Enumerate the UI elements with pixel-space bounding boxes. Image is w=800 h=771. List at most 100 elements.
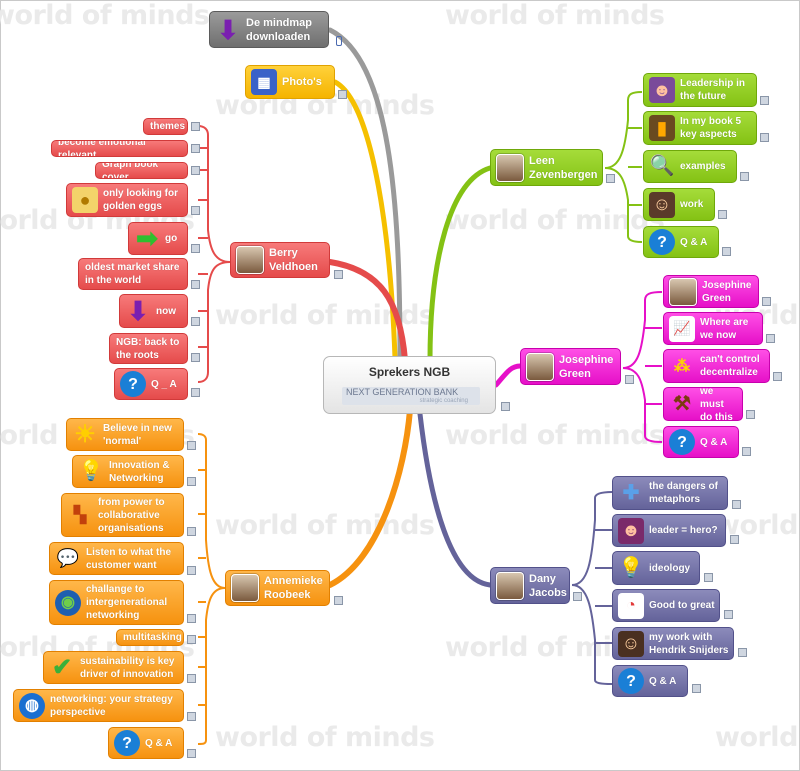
topic-hendrik-snijders[interactable]: ☺ my work with Hendrik Snijders (612, 627, 734, 660)
note-icon[interactable] (187, 614, 196, 623)
topic-cant-control[interactable]: ⁂ can't control decentralize (663, 349, 770, 383)
note-icon[interactable] (187, 527, 196, 536)
topic-back-to-roots[interactable]: NGB: back to the roots (109, 333, 188, 364)
topic-go[interactable]: ➡ go (128, 222, 188, 255)
note-icon[interactable] (191, 353, 200, 362)
topic-label: Q _ A (151, 378, 177, 390)
topic-label: Leadership in the future (680, 78, 746, 102)
topic-label: Q & A (145, 737, 173, 749)
speaker-berry-veldhoen[interactable]: Berry Veldhoen (230, 242, 330, 278)
topic-listen-customer[interactable]: 💬 Listen to what the customer want (49, 542, 184, 575)
speaker-josephine-green[interactable]: Josephine Green (520, 348, 621, 385)
topic-leader-hero[interactable]: ☻ leader = hero? (612, 514, 726, 547)
note-icon[interactable] (191, 280, 200, 289)
note-icon[interactable] (738, 648, 747, 657)
download-node[interactable]: ⬇ De mindmap downloaden (209, 11, 329, 48)
topic-oldest-market-share[interactable]: oldest market share in the world (78, 258, 188, 290)
note-icon[interactable] (334, 596, 343, 605)
topic-book-key-aspects[interactable]: ▮ In my book 5 key aspects (643, 111, 757, 145)
note-icon[interactable] (732, 500, 741, 509)
note-icon[interactable] (573, 592, 582, 601)
note-icon[interactable] (625, 375, 634, 384)
topic-where-are-we[interactable]: 📈 Where are we now (663, 312, 763, 345)
topic-themes[interactable]: themes (143, 118, 188, 135)
note-icon[interactable] (722, 247, 731, 256)
topic-networking-strategy[interactable]: ◍ networking: your strategy perspective (13, 689, 184, 722)
magnifier-icon: 🔍 (649, 155, 675, 177)
note-icon[interactable] (773, 372, 782, 381)
topic-sustainability[interactable]: ✔ sustainability is key driver of innova… (43, 651, 184, 684)
central-topic[interactable]: Sprekers NGB NEXT GENERATION BANK strate… (323, 356, 496, 414)
topic-dangers-metaphors[interactable]: ✚ the dangers of metaphors (612, 476, 728, 510)
note-icon[interactable] (718, 210, 727, 219)
speaker-name: Dany Jacobs (529, 572, 567, 599)
note-icon[interactable] (338, 90, 347, 99)
topic-qa[interactable]: ? Q & A (643, 226, 719, 258)
note-icon[interactable] (191, 122, 200, 131)
note-icon[interactable] (766, 334, 775, 343)
note-icon[interactable] (501, 402, 510, 411)
topic-qa[interactable]: ? Q & A (108, 727, 184, 759)
speaker-leen-zevenbergen[interactable]: Leen Zevenbergen (490, 149, 603, 186)
topic-josephine-green[interactable]: Josephine Green (663, 275, 759, 308)
speaker-dany-jacobs[interactable]: Dany Jacobs (490, 567, 570, 604)
topic-we-must[interactable]: ⚒ we must do this (663, 387, 743, 421)
topic-good-to-great[interactable]: ◔ Good to great (612, 589, 720, 622)
note-icon[interactable] (191, 206, 200, 215)
note-icon[interactable] (704, 573, 713, 582)
photos-node[interactable]: ▦ Photo's (245, 65, 335, 99)
note-icon[interactable] (187, 477, 196, 486)
note-icon[interactable] (191, 144, 200, 153)
topic-label: become emotional relevant (58, 140, 146, 157)
topic-ideology[interactable]: 💡 ideology (612, 551, 700, 585)
note-icon[interactable] (187, 566, 196, 575)
topic-innovation-networking[interactable]: 💡 Innovation & Networking (72, 455, 184, 488)
question-icon: ? (649, 229, 675, 255)
note-icon[interactable] (187, 712, 196, 721)
question-icon: ? (669, 429, 695, 455)
topic-now[interactable]: ⬇ now (119, 294, 188, 328)
note-icon[interactable] (762, 297, 771, 306)
topic-label: sustainability is key driver of innovati… (80, 655, 175, 680)
note-icon[interactable] (742, 447, 751, 456)
topic-examples[interactable]: 🔍 examples (643, 150, 737, 183)
speaker-name: Josephine Green (559, 353, 614, 380)
note-icon[interactable] (606, 174, 615, 183)
growth-chart-icon: 📈 (669, 315, 695, 342)
note-icon[interactable] (187, 749, 196, 758)
network-globe-icon: ◍ (19, 692, 45, 719)
topic-power-to-collaborative[interactable]: ▚ from power to collaborative organisati… (61, 493, 184, 537)
note-icon[interactable] (692, 684, 701, 693)
topic-work[interactable]: ☺ work (643, 188, 715, 221)
topic-qa[interactable]: ? Q _ A (114, 368, 188, 400)
topic-label: the dangers of metaphors (649, 481, 718, 505)
hero-avatar-icon: ☻ (618, 517, 644, 544)
topic-believe-new-normal[interactable]: ☀ Believe in new 'normal' (66, 418, 184, 451)
topic-multitasking[interactable]: multitasking (116, 629, 184, 646)
note-icon[interactable] (760, 133, 769, 142)
note-icon[interactable] (187, 441, 196, 450)
attachment-icon[interactable] (336, 36, 342, 46)
note-icon[interactable] (740, 172, 749, 181)
topic-golden-eggs[interactable]: ● only looking for golden eggs (66, 183, 188, 217)
note-icon[interactable] (187, 635, 196, 644)
speaker-annemieke-roobeek[interactable]: Annemieke Roobeek (225, 570, 330, 606)
topic-emotional-relevant[interactable]: become emotional relevant (51, 140, 188, 157)
note-icon[interactable] (724, 610, 733, 619)
topic-qa[interactable]: ? Q & A (612, 665, 688, 697)
topic-intergenerational[interactable]: ◉ challange to intergenerational network… (49, 580, 184, 625)
note-icon[interactable] (730, 535, 739, 544)
note-icon[interactable] (191, 244, 200, 253)
note-icon[interactable] (334, 270, 343, 279)
topic-graph-book-cover[interactable]: Graph book cover (95, 162, 188, 179)
note-icon[interactable] (187, 674, 196, 683)
note-icon[interactable] (746, 410, 755, 419)
people-icon: ☺ (649, 191, 675, 218)
topic-leadership-future[interactable]: ☻ Leadership in the future (643, 73, 757, 107)
note-icon[interactable] (191, 166, 200, 175)
topic-qa[interactable]: ? Q & A (663, 426, 739, 458)
note-icon[interactable] (760, 96, 769, 105)
watermark: world of minds (0, 0, 210, 31)
note-icon[interactable] (191, 317, 200, 326)
note-icon[interactable] (191, 388, 200, 397)
